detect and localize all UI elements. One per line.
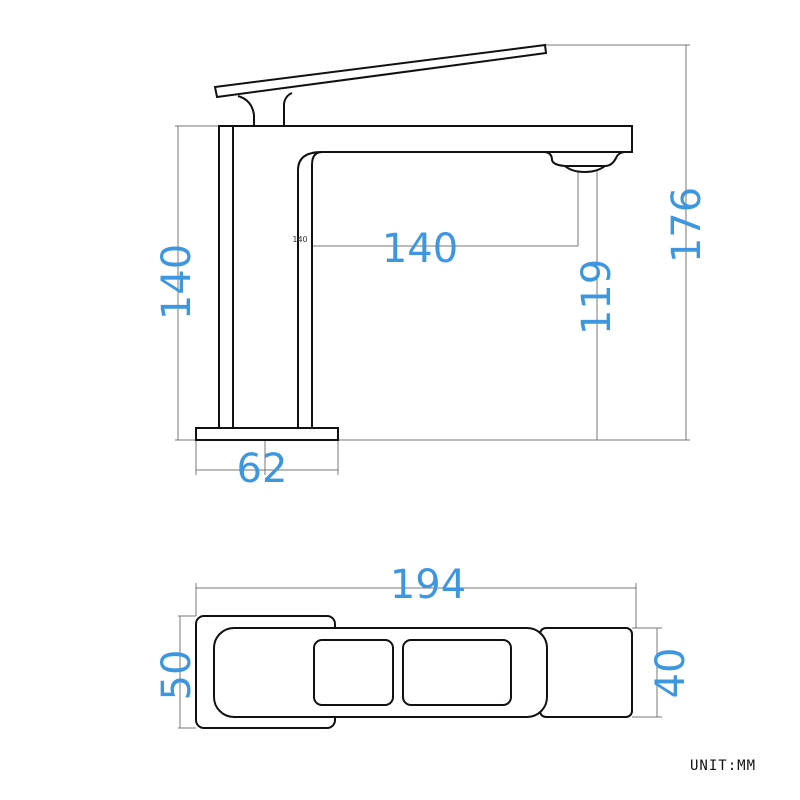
unit-label: UNIT:MM xyxy=(690,758,756,774)
small-label-spout-reach: 140 xyxy=(292,235,307,244)
aerator xyxy=(544,151,625,167)
label-spout-width: 40 xyxy=(648,648,694,699)
base-plate xyxy=(195,427,339,441)
label-spout-reach: 140 xyxy=(382,226,458,272)
lever-window-right xyxy=(402,639,512,706)
top-view xyxy=(178,583,662,729)
aerator-tip xyxy=(562,165,609,174)
label-total-length: 194 xyxy=(390,562,466,608)
label-total-height: 176 xyxy=(664,187,710,263)
label-base-width: 50 xyxy=(154,650,200,701)
faucet-body xyxy=(218,125,633,429)
label-base-diameter: 62 xyxy=(237,446,288,492)
label-body-height: 140 xyxy=(154,244,200,320)
handle-lever xyxy=(213,43,548,99)
side-view xyxy=(175,43,690,475)
spout-top xyxy=(539,627,633,718)
lever-window-left xyxy=(313,639,394,706)
label-spout-clearance: 119 xyxy=(574,259,620,335)
body-inner-edge xyxy=(297,151,323,428)
handle-stem xyxy=(237,92,293,127)
